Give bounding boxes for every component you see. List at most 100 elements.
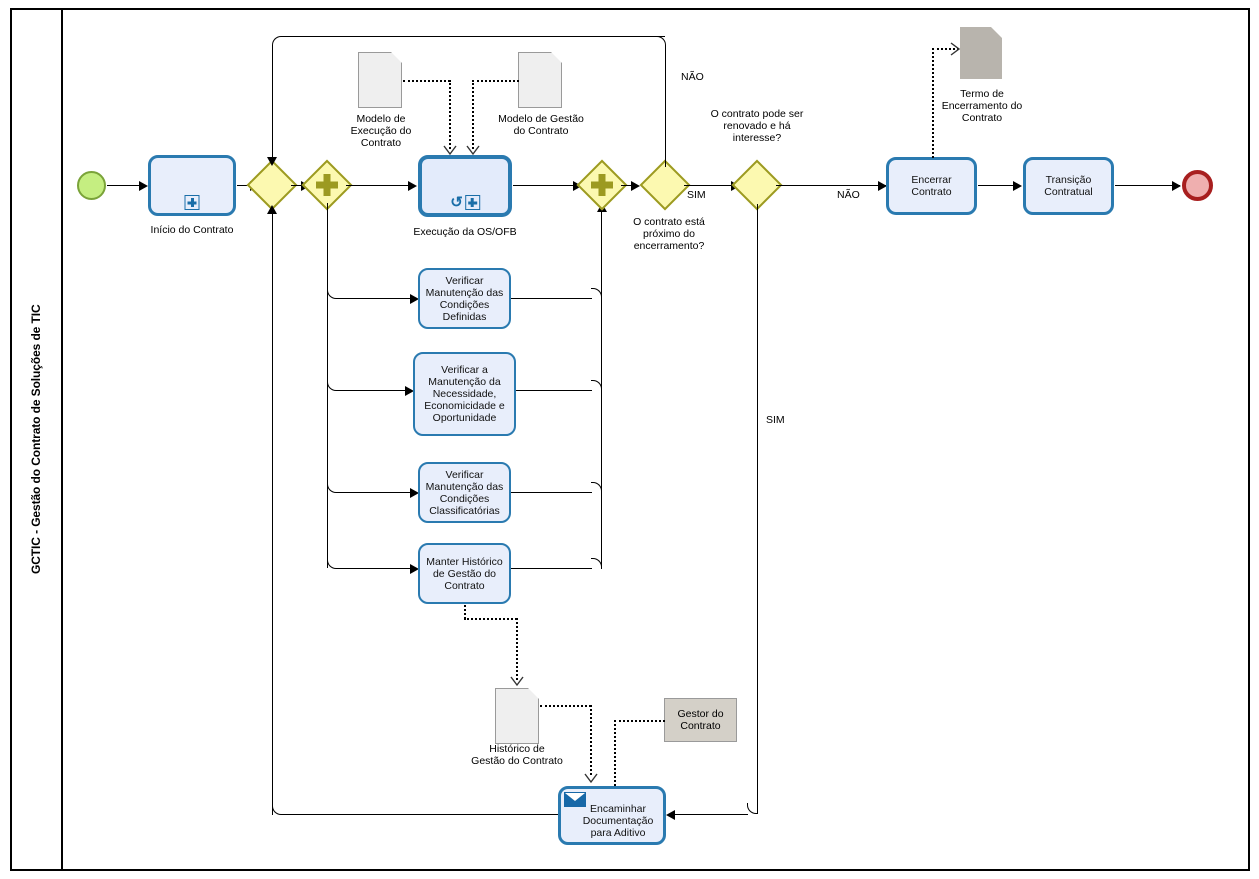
sub-process-marker-icon	[184, 195, 200, 210]
data-object-historico-gestao[interactable]	[495, 687, 540, 744]
flow-parallel-to-verificar1	[337, 298, 416, 299]
flow-encerrar-to-transicao	[978, 185, 1020, 186]
arrowhead-loopback-into-gw1	[267, 205, 277, 214]
flow-manter-out	[511, 568, 592, 569]
data-object-modelo-execucao-label: Modelo de Execução do Contrato	[350, 113, 412, 149]
data-object-historico-gestao-label: Histórico de Gestão do Contrato	[471, 743, 563, 767]
data-object-modelo-gestao[interactable]	[518, 51, 563, 108]
assoc-manter-to-historico-h	[464, 618, 517, 620]
flow-verificar3-out	[511, 492, 592, 493]
arrowhead-sim-into-encaminhar	[666, 810, 675, 820]
arrowhead-join-to-gw-encerramento	[631, 181, 640, 191]
inicio-markers	[184, 195, 200, 210]
end-event[interactable]	[1182, 170, 1213, 201]
assoc-arrowhead-historico	[510, 676, 524, 688]
gateway-renovacao-label: O contrato pode ser renovado e há intere…	[710, 108, 804, 144]
sim-renovacao-corner	[747, 803, 758, 814]
arrowhead-parallel-to-verificar2	[405, 386, 414, 396]
task-execucao-da-os-ofb[interactable]: ↺	[418, 155, 512, 217]
loop-path-bottom	[285, 814, 560, 815]
data-object-termo-encerramento[interactable]	[960, 26, 1003, 79]
annotation-gestor-do-contrato[interactable]: Gestor do Contrato	[664, 698, 737, 742]
gateway-diamond-shape	[246, 159, 298, 211]
flow-start-to-inicio	[107, 185, 140, 186]
flow-execucao-to-join	[513, 185, 580, 186]
flow-gw1-to-parallel-split	[291, 185, 308, 186]
assoc-encerrar-to-termo-h	[932, 48, 959, 50]
gateway-proximo-encerramento-label: O contrato está próximo do encerramento?	[633, 216, 705, 252]
arrowhead-parallel-to-verificar3	[410, 488, 419, 498]
branch5-corner	[327, 558, 338, 569]
task-verificar-classificatorias[interactable]: Verificar Manutenção das Condições Class…	[418, 462, 511, 523]
loop-path-corner-tl	[272, 36, 286, 50]
assoc-arrowhead-modelo-gestao	[466, 145, 480, 157]
gateway-renovacao[interactable]	[731, 159, 783, 211]
document-fold-icon	[990, 26, 1003, 39]
document-fold-icon	[550, 51, 563, 64]
lane-divider	[61, 8, 63, 871]
task-transicao-contratual[interactable]: Transição Contratual	[1023, 157, 1114, 215]
parallel-join-spine	[601, 204, 602, 569]
data-object-modelo-gestao-label: Modelo de Gestão do Contrato	[498, 113, 584, 137]
lane-title: GCTIC - Gestão do Contrato de Soluções d…	[29, 304, 43, 575]
assoc-gestor-h	[614, 720, 665, 722]
task-verificar-classificatorias-label: Verificar Manutenção das Condições Class…	[425, 468, 504, 517]
task-execucao-da-os-ofb-label: Execução da OS/OFB	[413, 226, 517, 238]
execucao-markers: ↺	[450, 195, 480, 210]
assoc-gestor-v	[614, 720, 616, 786]
assoc-manter-to-historico-v2	[516, 618, 518, 680]
assoc-arrowhead-encaminhar-doc	[584, 773, 598, 785]
data-object-termo-encerramento-label: Termo de Encerramento do Contrato	[941, 88, 1023, 124]
gateway-merge-exclusive[interactable]	[246, 159, 298, 211]
task-verificar-necessidade[interactable]: Verificar a Manutenção da Necessidade, E…	[413, 352, 516, 436]
task-encerrar-contrato[interactable]: Encerrar Contrato	[886, 157, 977, 215]
gateway-diamond-shape	[731, 159, 783, 211]
arrowhead-nao-into-gw1	[267, 157, 277, 166]
document-fold-icon	[390, 51, 403, 64]
flow-transicao-to-end	[1115, 185, 1180, 186]
gateway-parallel-split[interactable]	[301, 159, 353, 211]
data-object-modelo-execucao[interactable]	[358, 51, 403, 108]
flow-label-sim-encerramento: SIM	[687, 189, 706, 201]
task-transicao-contratual-label: Transição Contratual	[1044, 174, 1093, 198]
pool-frame	[10, 8, 1250, 871]
loop-path-corner-tr	[652, 36, 666, 50]
gateway-proximo-encerramento[interactable]	[639, 159, 691, 211]
assoc-historico-to-encaminhar-h	[540, 705, 591, 707]
flow-label-sim-renovacao: SIM	[766, 414, 785, 426]
loop-path-top	[285, 36, 665, 37]
task-verificar-condicoes-definidas[interactable]: Verificar Manutenção das Condições Defin…	[418, 268, 511, 329]
loop-path-left	[272, 49, 273, 815]
arrowhead-parallel-to-manter	[410, 564, 419, 574]
flow-verificar2-out	[516, 390, 592, 391]
loop-path-corner-bl	[272, 801, 286, 815]
task-encaminhar-documentacao[interactable]: Encaminhar Documentação para Aditivo	[558, 786, 666, 845]
arrowhead-nao-to-encerrar	[878, 181, 887, 191]
sub-process-marker-icon	[464, 195, 480, 210]
task-inicio-do-contrato[interactable]	[148, 155, 236, 216]
task-manter-historico-label: Manter Histórico de Gestão do Contrato	[426, 555, 503, 592]
assoc-arrowhead-modelo-execucao	[443, 145, 457, 157]
task-verificar-necessidade-label: Verificar a Manutenção da Necessidade, E…	[424, 364, 505, 424]
branch2-corner	[327, 288, 338, 299]
message-envelope-icon	[564, 792, 586, 807]
arrowhead-start-to-inicio	[139, 181, 148, 191]
gateway-parallel-join[interactable]	[576, 159, 628, 211]
flow-inicio-to-gw1	[237, 185, 256, 186]
flow-nao-to-encerrar	[776, 185, 886, 186]
start-event[interactable]	[77, 171, 106, 200]
assoc-arrowhead-termo	[950, 42, 962, 56]
flow-label-nao-renovacao: NÃO	[837, 189, 860, 201]
annotation-gestor-do-contrato-label: Gestor do Contrato	[677, 708, 724, 732]
branch4-corner	[327, 482, 338, 493]
task-verificar-condicoes-definidas-label: Verificar Manutenção das Condições Defin…	[425, 274, 504, 323]
flow-sim-into-encaminhar	[668, 814, 748, 815]
loop-marker-icon: ↺	[450, 193, 463, 211]
arrowhead-transicao-to-end	[1172, 181, 1181, 191]
assoc-manter-to-historico-v1	[464, 605, 466, 619]
assoc-encerrar-to-termo-v	[932, 48, 934, 158]
arrowhead-parallel-to-verificar1	[410, 294, 419, 304]
task-manter-historico[interactable]: Manter Histórico de Gestão do Contrato	[418, 543, 511, 604]
parallel-plus-icon	[591, 174, 613, 196]
